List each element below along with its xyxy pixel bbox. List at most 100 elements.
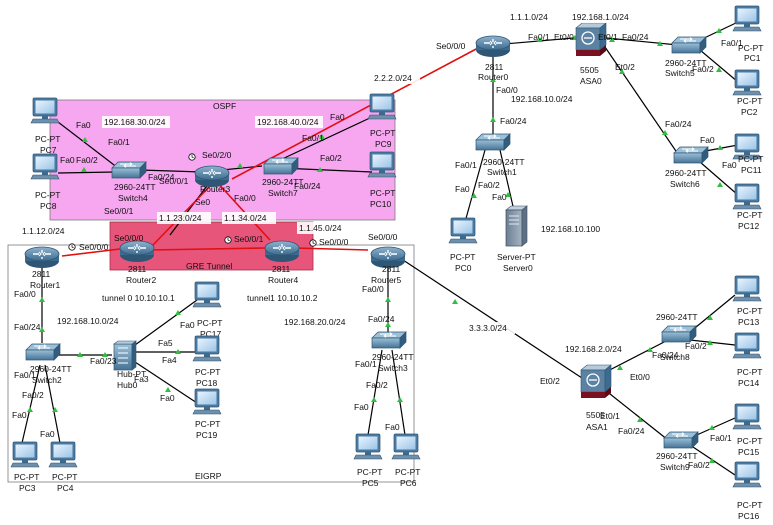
port-label: Se0/0/0: [319, 237, 349, 247]
port-label: Fa0: [40, 429, 55, 439]
port-label: Fa5: [158, 338, 173, 348]
pc13[interactable]: [732, 275, 762, 302]
port-label: Fa3: [134, 374, 149, 384]
port-label: Se0/0/0: [114, 233, 144, 243]
port-label: Fa0/24: [652, 350, 679, 360]
switch8[interactable]: [661, 325, 697, 343]
port-label: Se0/0/0: [368, 232, 398, 242]
net-192-168-10-100: 192.168.10.100: [541, 224, 600, 234]
hub0-model: Hub-PT: [117, 369, 146, 379]
router0[interactable]: [475, 35, 511, 58]
net-1-1-23: 1.1.23.0/24: [159, 213, 202, 223]
port-label: Fa0/24: [14, 322, 41, 332]
pc7[interactable]: [30, 97, 60, 124]
pc10-name: PC10: [370, 199, 392, 209]
port-label: Et0/1: [598, 32, 618, 42]
net-1-1-12: 1.1.12.0/24: [22, 226, 65, 236]
pc5[interactable]: [353, 433, 383, 460]
pc17-name: PC17: [200, 329, 222, 339]
pc2[interactable]: [732, 69, 762, 96]
port-label: Fa0/0: [362, 284, 384, 294]
switch3-name: Switch3: [378, 363, 408, 373]
switch8-name: Switch8: [660, 352, 690, 362]
port-label: Fa0: [385, 422, 400, 432]
port-label: Fa0/24: [618, 426, 645, 436]
switch4[interactable]: [111, 161, 147, 179]
router4[interactable]: [264, 240, 300, 263]
pc14-name: PC14: [738, 378, 760, 388]
asa1[interactable]: [580, 364, 612, 399]
pc18[interactable]: [192, 335, 222, 362]
pc1-model: PC-PT: [738, 43, 764, 53]
tunnel1-label: tunnel1 10.10.10.2: [247, 293, 318, 303]
port-label: Fa0/2: [478, 180, 500, 190]
pc3[interactable]: [10, 441, 40, 468]
port-label: Et0/0: [554, 32, 574, 42]
net-2-2-2: 2.2.2.0/24: [374, 73, 412, 83]
port-label: Fa0/24: [294, 181, 321, 191]
pc19[interactable]: [192, 388, 222, 415]
pc15[interactable]: [732, 403, 762, 430]
net-1-1-1: 1.1.1.0/24: [510, 12, 548, 22]
switch2[interactable]: [25, 343, 61, 361]
net-192-168-30: 192.168.30.0/24: [104, 117, 166, 127]
switch1[interactable]: [475, 133, 511, 151]
port-label: Fa0/2: [22, 390, 44, 400]
pc18-name: PC18: [196, 378, 218, 388]
port-label: Fa0/23: [90, 356, 117, 366]
server0[interactable]: [505, 205, 528, 247]
tunnel0-label: tunnel 0 10.10.10.1: [102, 293, 175, 303]
port-label: Fa0: [60, 155, 75, 165]
clock-icon: [68, 243, 76, 251]
pc5-name: PC5: [362, 478, 379, 488]
net-192-168-1: 192.168.1.0/24: [572, 12, 629, 22]
port-label: Fa0/2: [366, 380, 388, 390]
port-label: Fa0/1: [455, 160, 477, 170]
pc12-model: PC-PT: [737, 210, 763, 220]
port-label: Fa0/2: [320, 153, 342, 163]
pc14-model: PC-PT: [737, 367, 763, 377]
port-label: Et0/2: [615, 62, 635, 72]
router1[interactable]: [24, 246, 60, 269]
pc11-name: PC11: [741, 165, 762, 175]
switch3[interactable]: [371, 331, 407, 349]
net-1-1-45: 1.1.45.0/24: [299, 223, 342, 233]
pc14[interactable]: [732, 332, 762, 359]
port-label: Fa4: [162, 355, 177, 365]
pc10[interactable]: [367, 151, 397, 178]
pc12-name: PC12: [738, 221, 760, 231]
pc15-model: PC-PT: [737, 436, 763, 446]
pc4[interactable]: [48, 441, 78, 468]
pc9[interactable]: [367, 93, 397, 120]
switch7-model: 2960-24TT: [262, 177, 304, 187]
hub0[interactable]: [113, 340, 137, 371]
pc13-name: PC13: [738, 317, 760, 327]
pc16-model: PC-PT: [737, 500, 763, 510]
pc0-name: PC0: [455, 263, 472, 273]
pc12[interactable]: [732, 183, 762, 210]
pc18-model: PC-PT: [195, 367, 221, 377]
router2[interactable]: [119, 240, 155, 263]
port-label: Se0/0/1: [104, 206, 134, 216]
pc16[interactable]: [732, 461, 762, 488]
port-label: Se0: [195, 197, 210, 207]
clock-icon: [224, 236, 232, 244]
switch6[interactable]: [673, 146, 709, 164]
pc1[interactable]: [732, 5, 762, 32]
pc0[interactable]: [448, 217, 478, 244]
switch1-name: Switch1: [487, 167, 517, 177]
port-label: Fa0/24: [368, 314, 395, 324]
router4-model: 2811: [272, 264, 291, 274]
net-1-1-34: 1.1.34.0/24: [224, 213, 267, 223]
pc2-name: PC2: [741, 107, 758, 117]
switch7[interactable]: [263, 157, 299, 175]
network-labels: 1.1.1.0/24 192.168.1.0/24 2.2.2.0/24 192…: [20, 11, 632, 355]
switch9[interactable]: [663, 431, 699, 449]
pc8[interactable]: [30, 153, 60, 180]
pc5-model: PC-PT: [357, 467, 383, 477]
asa1-model: 5505: [586, 410, 605, 420]
switch5[interactable]: [671, 36, 707, 54]
pc17[interactable]: [192, 281, 222, 308]
router0-model: 2811: [485, 62, 504, 72]
pc6[interactable]: [391, 433, 421, 460]
